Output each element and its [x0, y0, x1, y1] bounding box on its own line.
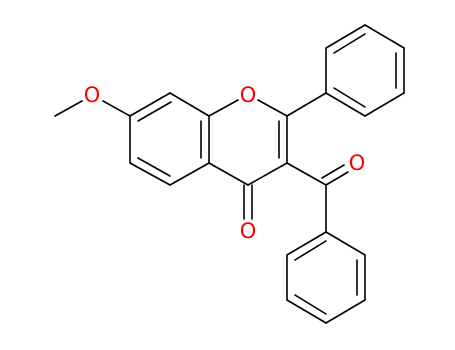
bond-c5-c6 — [129, 162, 171, 186]
bond-c8a-o1 — [208, 99, 239, 117]
bond-o1-c2 — [257, 99, 288, 117]
methoxy-oxygen-label: O — [84, 83, 101, 107]
bond-o-c7 — [102, 100, 131, 117]
bond-methyl-o — [54, 100, 83, 117]
bond-cco-o-a — [325, 171, 349, 186]
bond-ph2-c — [286, 299, 327, 324]
bond-ph2-f — [325, 231, 366, 256]
bond-c4-c4a — [208, 162, 249, 186]
bond-ph1-f-inner — [333, 87, 366, 108]
bond-c5-c6-inner — [137, 157, 171, 177]
bond-ph1-f — [325, 92, 366, 117]
bond-ph1-c — [364, 24, 405, 49]
bond-c7-c8 — [129, 92, 171, 117]
bond-ph2-a — [286, 231, 327, 256]
ring-oxygen-label: O — [240, 83, 257, 107]
bond-c4a-c5 — [169, 162, 210, 186]
bond-c3-cco — [286, 162, 327, 186]
bond-ph2-c-inner — [294, 294, 327, 315]
ketone-oxygen-label: O — [240, 219, 257, 243]
bond-c2-ph — [286, 92, 327, 117]
bond-c3-c4 — [247, 162, 288, 186]
bond-c8-c8a — [169, 92, 210, 117]
bond-ph2-a-inner — [294, 240, 327, 261]
bond-ph1-b — [325, 24, 366, 49]
bond-c7-c8-inner — [137, 101, 172, 122]
bond-ph1-e — [364, 92, 405, 117]
bond-ph1-b-inner — [333, 33, 366, 54]
bond-ph2-d — [325, 299, 366, 324]
bonds — [54, 24, 405, 324]
atom-labels: O O O O — [84, 83, 366, 243]
benzoyl-oxygen-label: O — [349, 151, 366, 175]
bond-cco-o-b — [321, 164, 345, 179]
